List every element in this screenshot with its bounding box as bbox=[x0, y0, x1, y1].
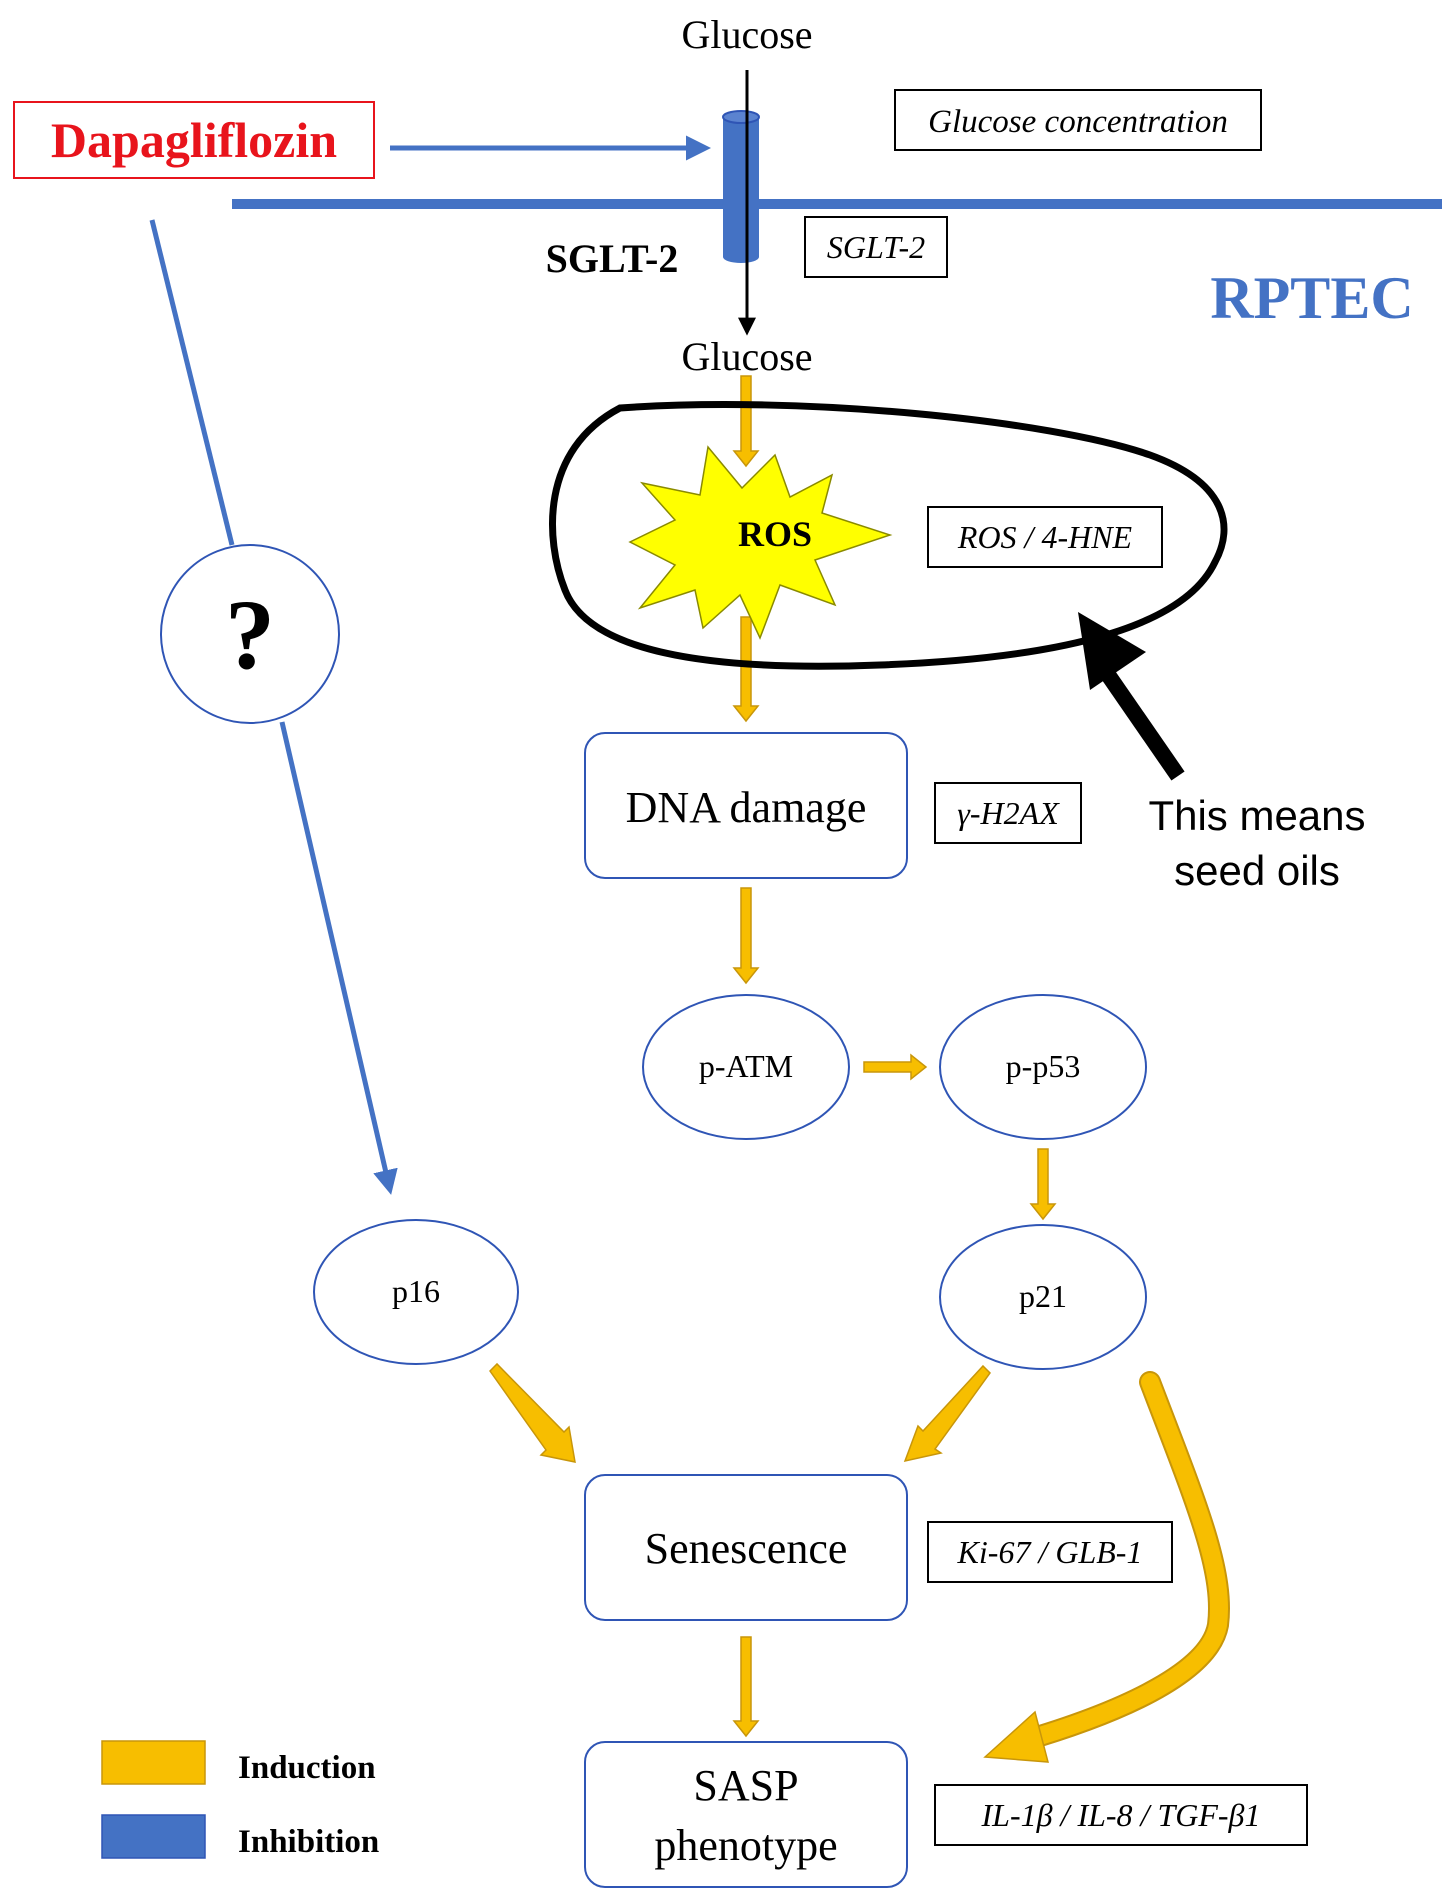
arrow-p16-to-senescence bbox=[489, 1362, 576, 1463]
glucose-outside-label: Glucose bbox=[681, 12, 812, 57]
legend-inhibition-label: Inhibition bbox=[238, 1824, 379, 1860]
legend-induction-label: Induction bbox=[238, 1750, 376, 1786]
marker-senescence-box bbox=[927, 1521, 1173, 1583]
marker-sglt2: SGLT-2 bbox=[827, 229, 925, 265]
marker-ros: ROS / 4-HNE bbox=[957, 519, 1133, 555]
annotation-line2: seed oils bbox=[1174, 847, 1340, 894]
p16-node bbox=[313, 1219, 519, 1365]
p16-label: p16 bbox=[392, 1273, 440, 1309]
sglt2-transporter-label: SGLT-2 bbox=[546, 236, 679, 281]
marker-dna-box bbox=[934, 782, 1082, 844]
unknown-mechanism-symbol: ? bbox=[225, 579, 275, 690]
sasp-label-line1: SASP bbox=[693, 1761, 798, 1810]
dapagliflozin-box bbox=[13, 101, 375, 179]
dna-damage-label: DNA damage bbox=[626, 783, 867, 832]
dapagliflozin-label: Dapagliflozin bbox=[51, 112, 337, 168]
annotation-line1: This means bbox=[1148, 792, 1365, 839]
sglt2-transporter-icon bbox=[722, 110, 760, 263]
unknown-mechanism-circle bbox=[160, 544, 340, 724]
marker-glucose-concentration: Glucose concentration bbox=[928, 104, 1228, 140]
legend: Induction Inhibition bbox=[101, 1740, 379, 1860]
marker-sasp-box bbox=[934, 1784, 1308, 1846]
dapagliflozin-to-unknown-line bbox=[149, 219, 235, 546]
ros-star-icon bbox=[628, 445, 893, 640]
hand-drawn-loop bbox=[549, 401, 1228, 670]
induction-arrows bbox=[489, 375, 1057, 1738]
arrow-ros-to-dna bbox=[732, 616, 760, 723]
marker-ros-box bbox=[927, 506, 1163, 568]
legend-induction-swatch bbox=[101, 1740, 206, 1785]
p-atm-label: p-ATM bbox=[699, 1048, 793, 1084]
arrow-p21-to-sasp bbox=[983, 1371, 1230, 1763]
cell-type-label: RPTEC bbox=[1210, 265, 1413, 331]
senescence-node bbox=[584, 1474, 908, 1621]
glucose-inside-label: Glucose bbox=[681, 334, 812, 379]
senescence-label: Senescence bbox=[645, 1524, 848, 1573]
arrow-pp53-to-p21 bbox=[1029, 1148, 1057, 1221]
dna-damage-node bbox=[584, 732, 908, 879]
annotation-arrow-icon bbox=[1078, 612, 1185, 781]
marker-senescence: Ki-67 / GLB-1 bbox=[957, 1534, 1143, 1570]
arrow-glucose-to-ros bbox=[732, 375, 760, 468]
ros-label: ROS bbox=[738, 514, 812, 554]
sasp-label-line2: phenotype bbox=[654, 1821, 837, 1870]
marker-sglt2-box bbox=[804, 216, 948, 278]
unknown-to-p16-arrow bbox=[279, 721, 398, 1195]
marker-glucose-concentration-box bbox=[894, 89, 1262, 151]
arrow-dna-to-patm bbox=[732, 887, 760, 985]
p-p53-node bbox=[939, 994, 1147, 1140]
p-p53-label: p-p53 bbox=[1006, 1048, 1081, 1084]
marker-dna: γ-H2AX bbox=[957, 795, 1060, 831]
arrow-patm-to-pp53 bbox=[863, 1053, 928, 1081]
marker-sasp: IL-1β / IL-8 / TGF-β1 bbox=[981, 1797, 1261, 1833]
p21-node bbox=[939, 1224, 1147, 1370]
legend-inhibition-swatch bbox=[101, 1814, 206, 1859]
sasp-node bbox=[584, 1741, 908, 1888]
arrow-senescence-to-sasp bbox=[732, 1636, 760, 1738]
arrow-p21-to-senescence bbox=[903, 1364, 991, 1463]
p21-label: p21 bbox=[1019, 1278, 1067, 1314]
p-atm-node bbox=[642, 994, 850, 1140]
